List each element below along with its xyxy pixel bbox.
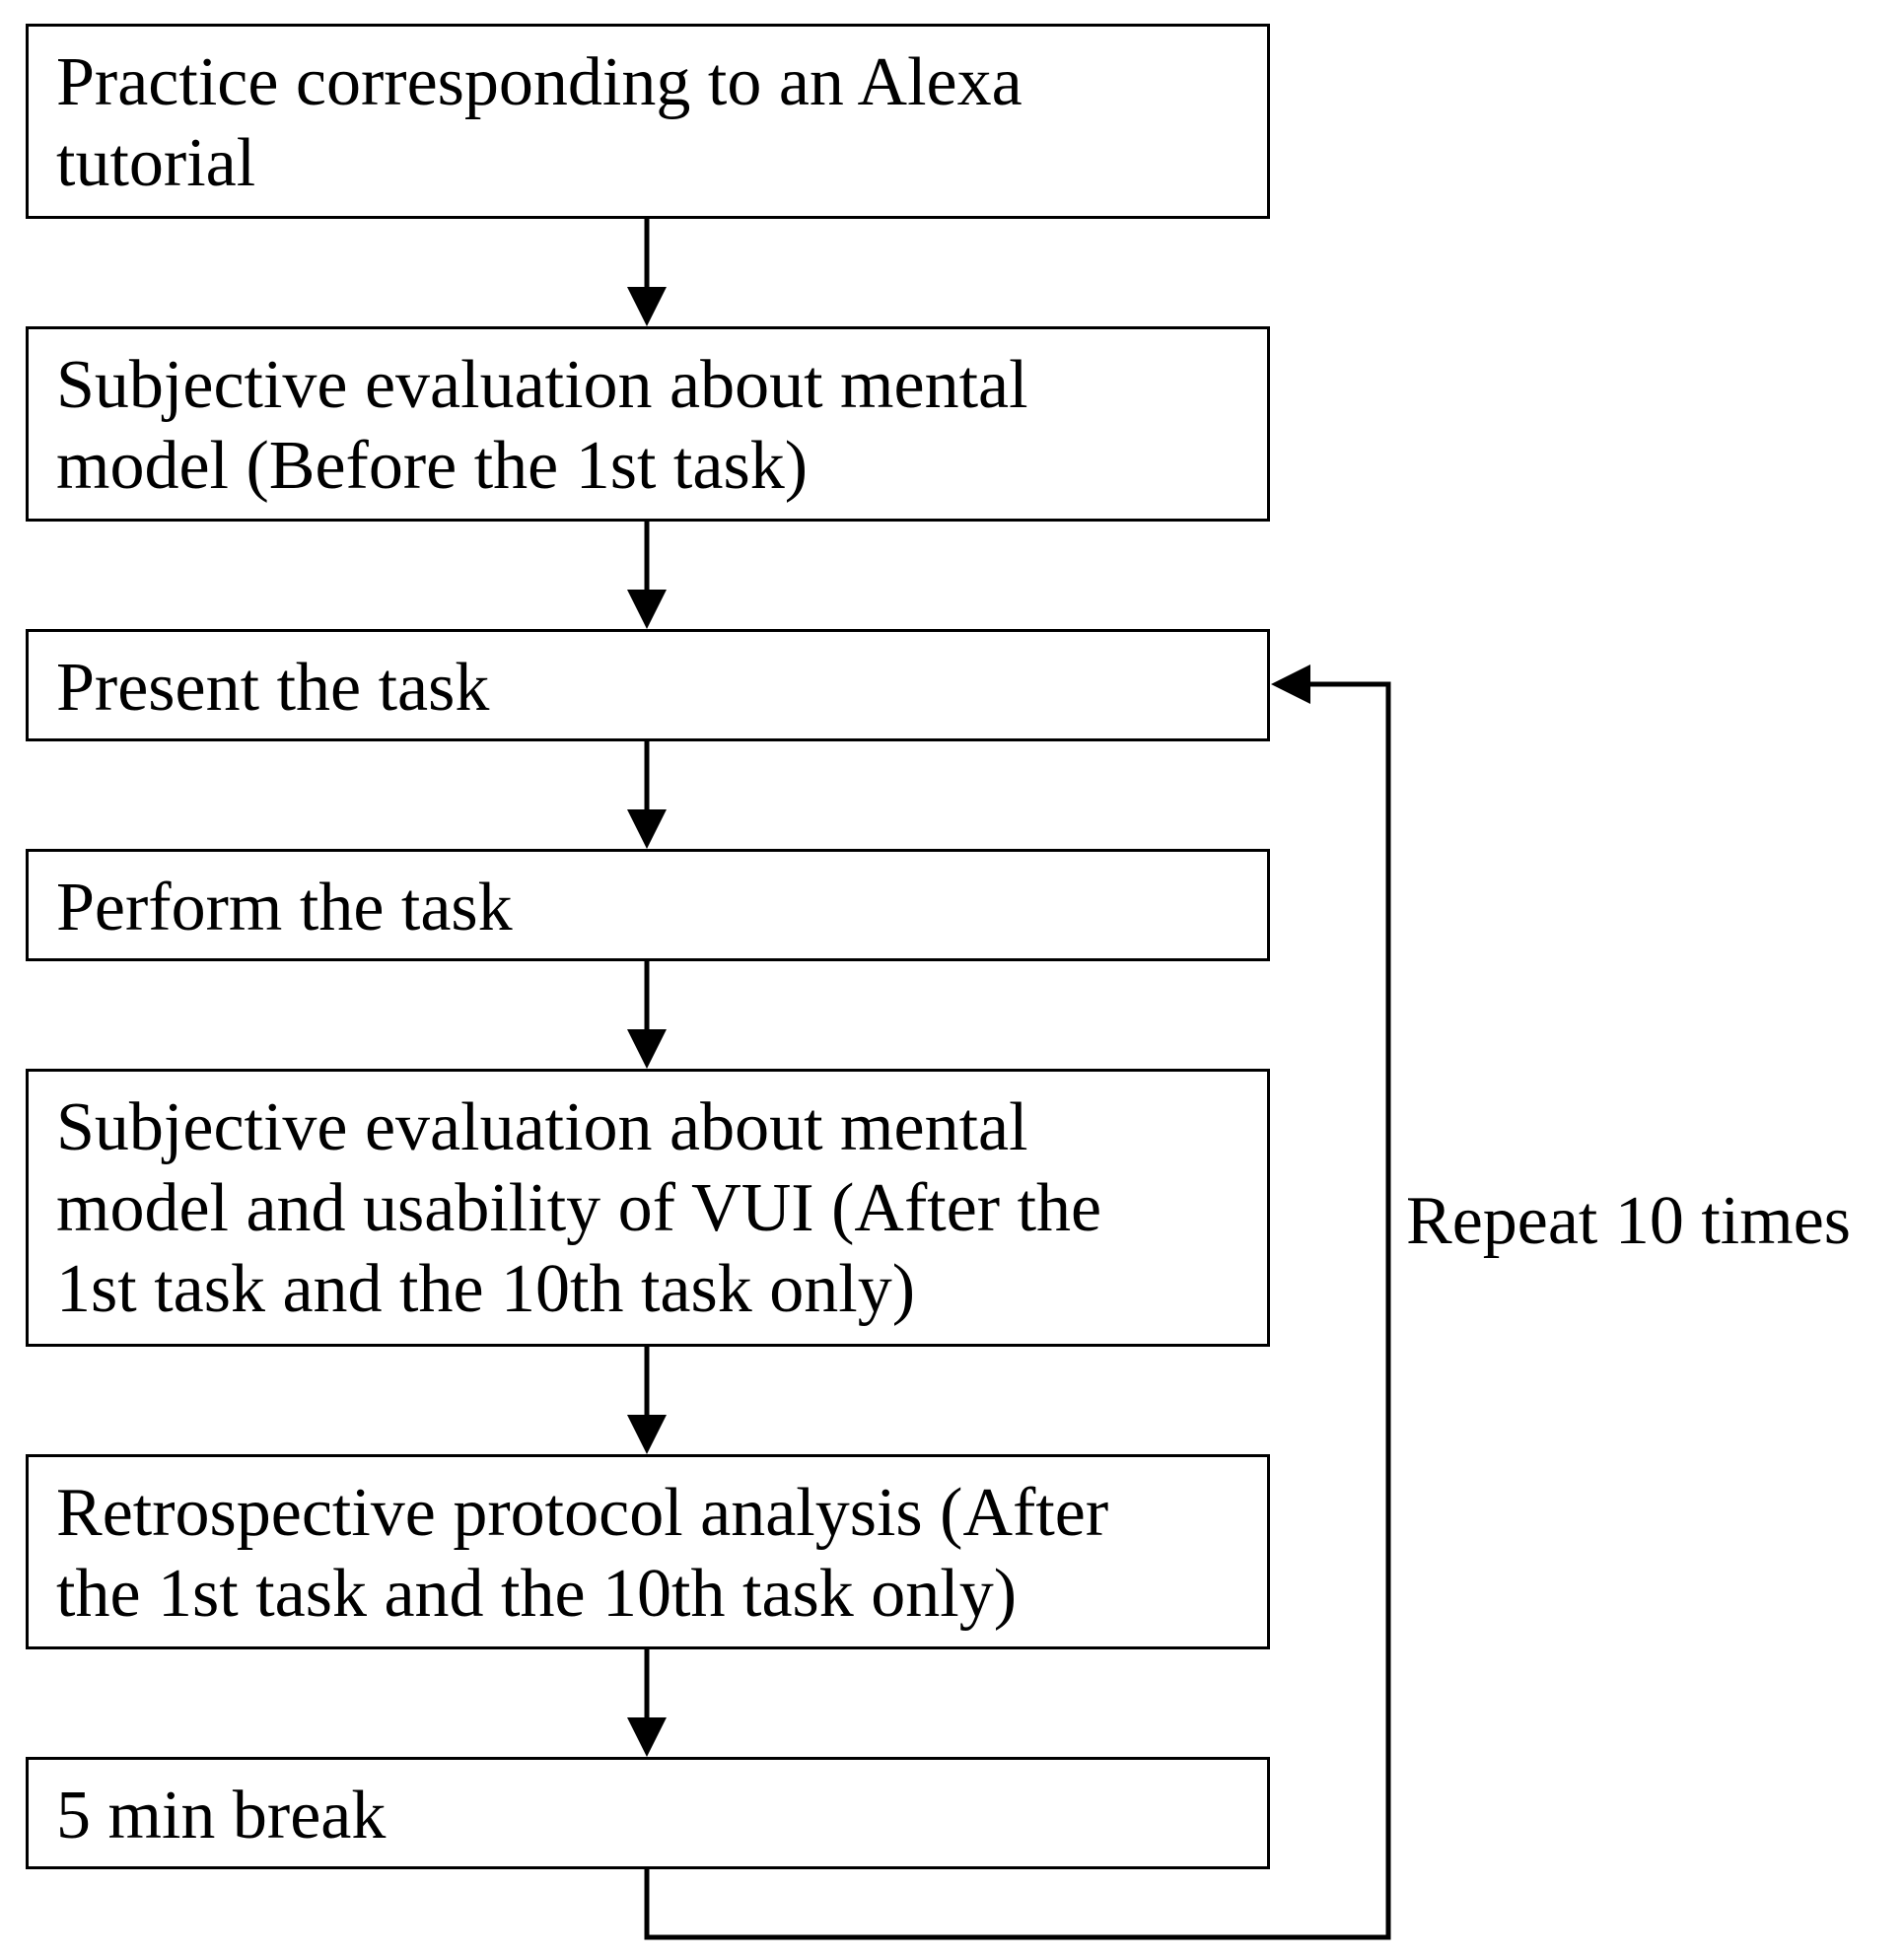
step-label: Retrospective protocol analysis (After t… xyxy=(56,1475,1109,1632)
step-label: Practice corresponding to an Alexa tutor… xyxy=(56,44,1023,201)
step-label: Subjective evaluation about mental model… xyxy=(56,347,1028,504)
loop-label: Repeat 10 times xyxy=(1406,1183,1852,1259)
step-practice-tutorial: Practice corresponding to an Alexa tutor… xyxy=(26,24,1270,219)
step-subjective-evaluation-before: Subjective evaluation about mental model… xyxy=(26,326,1270,522)
step-label: Subjective evaluation about mental model… xyxy=(56,1089,1102,1327)
loop-back-arrow xyxy=(644,664,1391,1940)
step-break: 5 min break xyxy=(26,1757,1270,1869)
step-present-task: Present the task xyxy=(26,629,1270,741)
step-label: Perform the task xyxy=(56,870,513,945)
step-subjective-evaluation-after: Subjective evaluation about mental model… xyxy=(26,1069,1270,1347)
step-label: Present the task xyxy=(56,650,490,726)
step-perform-task: Perform the task xyxy=(26,849,1270,961)
step-label: 5 min break xyxy=(56,1778,387,1853)
step-retrospective-protocol-analysis: Retrospective protocol analysis (After t… xyxy=(26,1454,1270,1649)
